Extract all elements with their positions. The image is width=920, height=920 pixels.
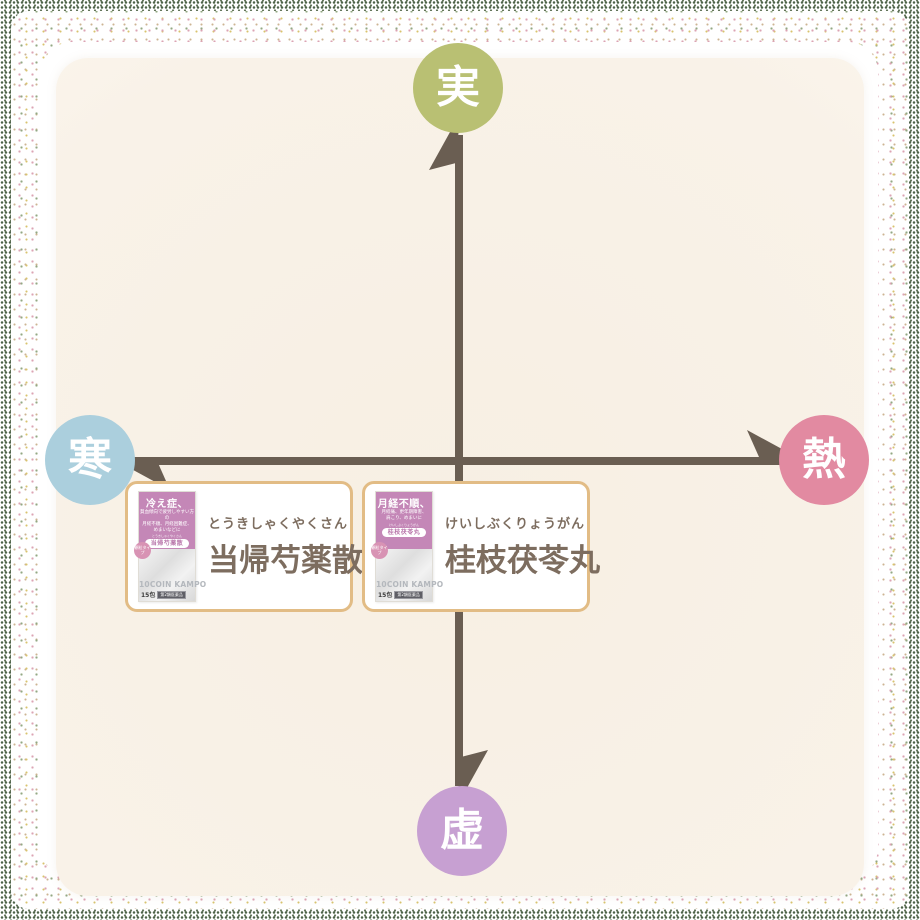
package-granule-badge: 顆粒タイプ (134, 542, 151, 559)
package-headline: 月経不順、 (377, 499, 431, 510)
package-headline: 冷え症、 (146, 499, 188, 510)
product-text-block: けいしぶくりょうがん 桂枝茯苓丸 (445, 513, 600, 580)
horizontal-axis-line (118, 457, 800, 465)
package-drug-class: 第2類医薬品 (157, 590, 186, 599)
pole-kyo-label: 虚 (440, 805, 484, 856)
pole-kan-circle: 寒 (45, 415, 135, 505)
package-photo: 10COIN KAMPO 15包 第2類医薬品 (139, 549, 207, 601)
package-name-pill: 桂枝茯苓丸 (382, 527, 426, 537)
package-pill-furigana: けいしぶくりょうがん (388, 522, 419, 527)
package-pill-furigana: とうきしゃくやくさん (151, 534, 182, 539)
product-name: 桂枝茯苓丸 (445, 543, 600, 579)
package-subline: 肩こり、めまいに (386, 515, 422, 521)
product-text-block: とうきしゃくやくさん 当帰芍薬散 (208, 513, 363, 580)
package-top-panel: 月経不順、 月経痛、更年期障害、 肩こり、めまいに けいしぶくりょうがん 桂枝茯… (376, 492, 432, 549)
pole-kyo-circle: 虚 (417, 786, 507, 876)
package-bottom-row: 15包 第2類医薬品 (376, 589, 432, 601)
package-brand: 10COIN KAMPO (139, 580, 207, 589)
package-size: 15包 (378, 592, 393, 599)
pole-jitsu-label: 実 (436, 62, 480, 113)
product-card-toukishakuyakusan[interactable]: 冷え症、 貧血傾向で疲労しやすい方の 月経不順、月経困難症、 めまいなどに とう… (125, 481, 363, 612)
product-name: 当帰芍薬散 (208, 543, 363, 579)
package-bottom-row: 15包 第2類医薬品 (139, 589, 195, 601)
package-size: 15包 (141, 592, 156, 599)
product-furigana: けいしぶくりょうがん (445, 517, 586, 532)
package-photo: 10COIN KAMPO 15包 第2類医薬品 (376, 549, 444, 601)
pole-jitsu-circle: 実 (413, 43, 503, 133)
package-top-panel: 冷え症、 貧血傾向で疲労しやすい方の 月経不順、月経困難症、 めまいなどに とう… (139, 492, 195, 549)
pole-netsu-circle: 熱 (779, 415, 869, 505)
package-name-pill: 当帰芍薬散 (145, 539, 189, 549)
package-drug-class: 第2類医薬品 (394, 590, 423, 599)
package-subline: 貧血傾向で疲労しやすい方の (140, 510, 194, 521)
product-card-keishibukuryogan[interactable]: 月経不順、 月経痛、更年期障害、 肩こり、めまいに けいしぶくりょうがん 桂枝茯… (362, 481, 600, 612)
axes-group (113, 114, 804, 806)
package-brand: 10COIN KAMPO (376, 580, 444, 589)
package-subline: めまいなどに (153, 527, 181, 533)
package-image-keishibukuryogan: 月経不順、 月経痛、更年期障害、 肩こり、めまいに けいしぶくりょうがん 桂枝茯… (371, 491, 444, 602)
pole-netsu-label: 熱 (802, 434, 846, 485)
package-subline: 月経不順、月経困難症、 (142, 521, 192, 527)
pole-kan-label: 寒 (68, 434, 112, 485)
package-granule-badge: 顆粒タイプ (371, 542, 388, 559)
product-furigana: とうきしゃくやくさん (208, 517, 349, 532)
package-image-toukishakuyakusan: 冷え症、 貧血傾向で疲労しやすい方の 月経不順、月経困難症、 めまいなどに とう… (134, 491, 207, 602)
package-subline: 月経痛、更年期障害、 (381, 510, 427, 515)
